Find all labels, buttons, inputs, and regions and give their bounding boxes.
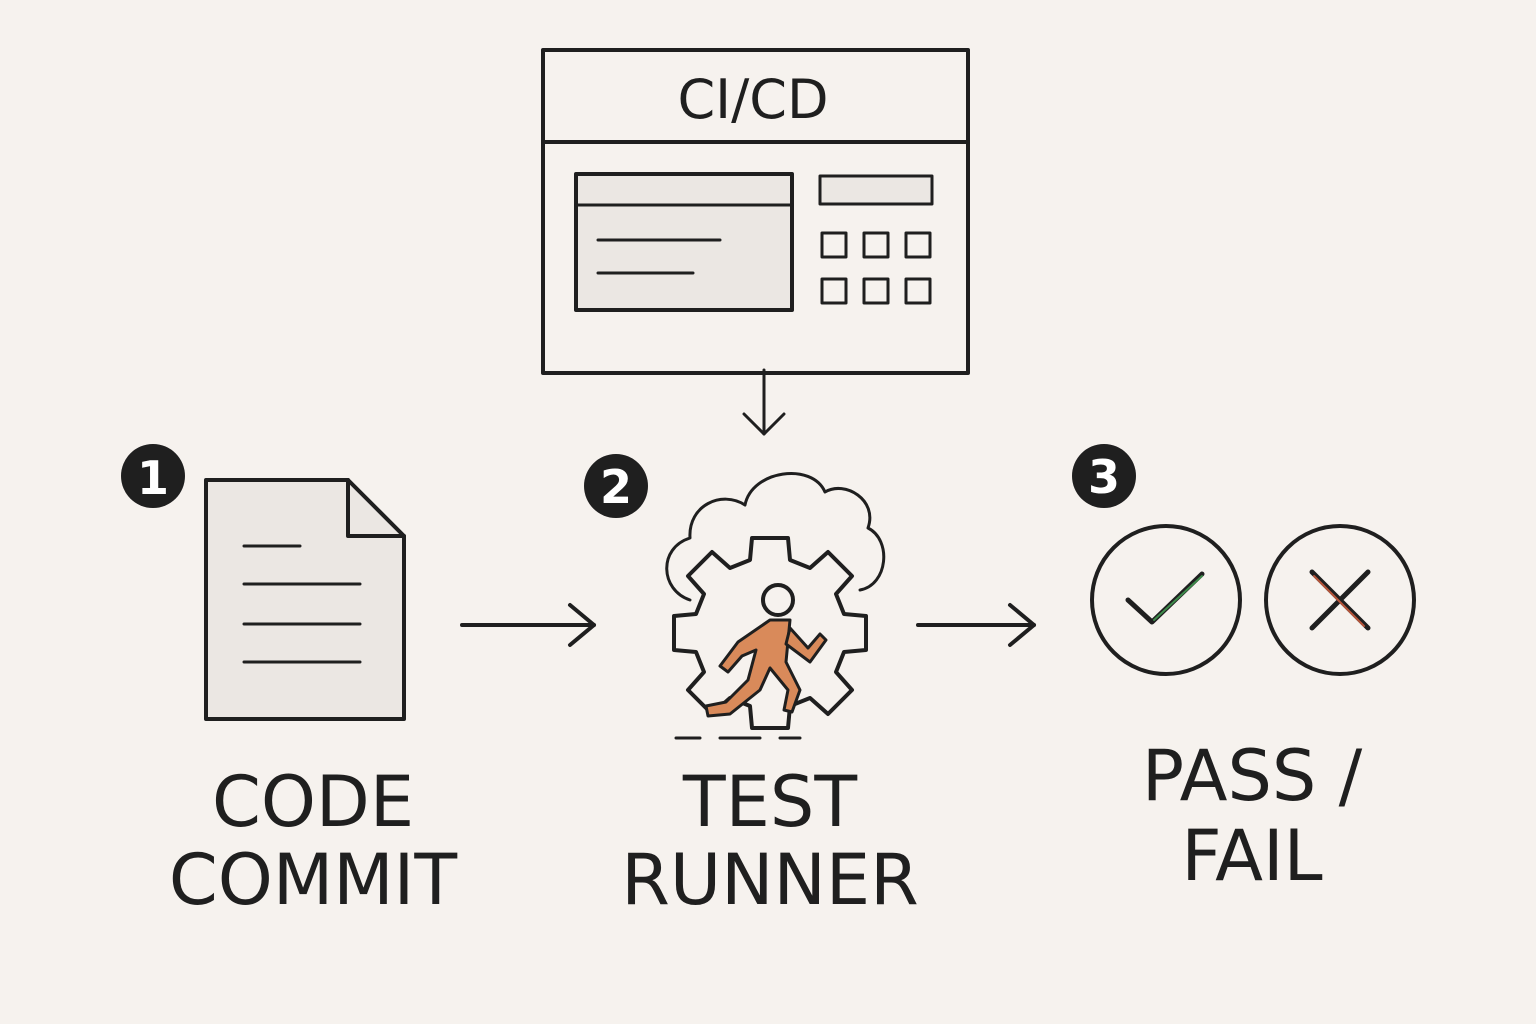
step-1: 1 CODE COMMIT [121,444,457,921]
document-icon [204,478,406,721]
step-3-label-line2: FAIL [1181,815,1322,897]
step-3-label-line1: PASS / [1142,735,1363,817]
ci-cd-window: CI/CD [541,48,970,375]
step-2-label-line2: RUNNER [621,839,918,921]
step-1-badge: 1 [121,444,185,508]
arrow-right-icon [460,603,596,647]
step-2-badge: 2 [584,454,648,518]
step-1-number: 1 [137,451,169,505]
step-2: 2 TEST RUNNER [584,454,919,921]
cross-circle-icon [1264,524,1416,676]
ci-cd-title: CI/CD [677,68,828,131]
step-2-label-line1: TEST [682,761,857,843]
step-1-label-line1: CODE [212,761,414,843]
arrow-right-icon [916,603,1036,647]
step-1-label-line2: COMMIT [169,839,457,921]
gear-runner-icon [665,471,886,740]
cloud-icon [665,471,886,602]
gear-icon [672,536,868,730]
step-2-number: 2 [600,460,632,514]
step-3-number: 3 [1088,450,1120,504]
arrow-down-icon [742,368,786,436]
runner-icon [674,583,828,740]
step-3-badge: 3 [1072,444,1136,508]
window-controls-icon [818,174,934,305]
check-circle-icon [1090,524,1242,676]
window-panel-icon [574,172,794,312]
step-3: 3 PASS / FAIL [1072,444,1416,897]
